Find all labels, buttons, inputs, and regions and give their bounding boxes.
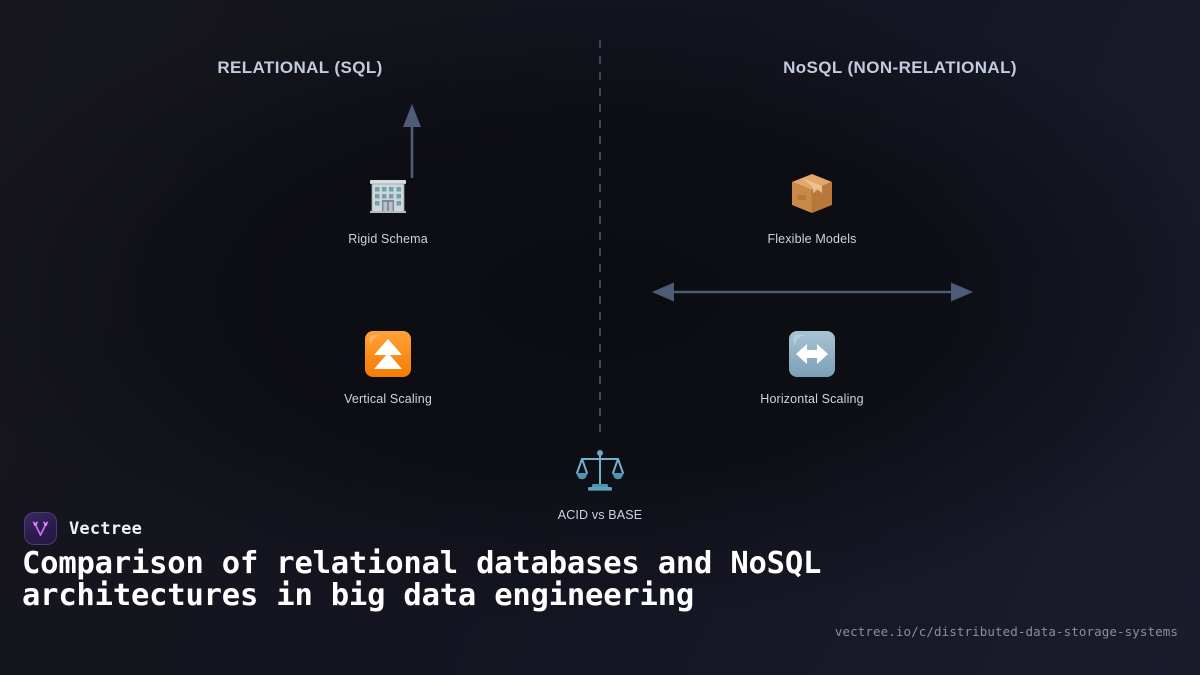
package-box-icon	[727, 168, 897, 222]
node-flexible-models: Flexible Models	[727, 168, 897, 246]
center-divider	[599, 40, 601, 440]
brand-name: Vectree	[69, 518, 143, 539]
horizontal-scale-arrow-icon	[650, 278, 975, 306]
node-label: Vertical Scaling	[344, 392, 432, 406]
left-right-arrow-icon	[727, 328, 897, 382]
node-label: Rigid Schema	[348, 232, 428, 246]
node-horizontal-scaling: Horizontal Scaling	[727, 328, 897, 406]
vectree-logo-icon	[24, 512, 57, 545]
double-up-arrow-icon	[303, 328, 473, 382]
column-header-relational: RELATIONAL (SQL)	[217, 58, 383, 77]
node-acid-vs-base: ACID vs BASE	[515, 448, 685, 522]
node-label: Horizontal Scaling	[760, 392, 864, 406]
column-header-nosql: NoSQL (NON-RELATIONAL)	[783, 58, 1017, 77]
vertical-scale-arrow-icon	[392, 100, 432, 178]
node-rigid-schema: Rigid Schema	[303, 168, 473, 246]
node-label: ACID vs BASE	[557, 508, 643, 522]
node-label: Flexible Models	[767, 232, 857, 246]
balance-scale-icon	[515, 448, 685, 498]
brand-lockup: Vectree	[24, 512, 142, 545]
node-vertical-scaling: Vertical Scaling	[303, 328, 473, 406]
page-title: Comparison of relational databases and N…	[22, 546, 822, 613]
source-url: vectree.io/c/distributed-data-storage-sy…	[834, 624, 1178, 639]
office-building-icon	[303, 168, 473, 222]
